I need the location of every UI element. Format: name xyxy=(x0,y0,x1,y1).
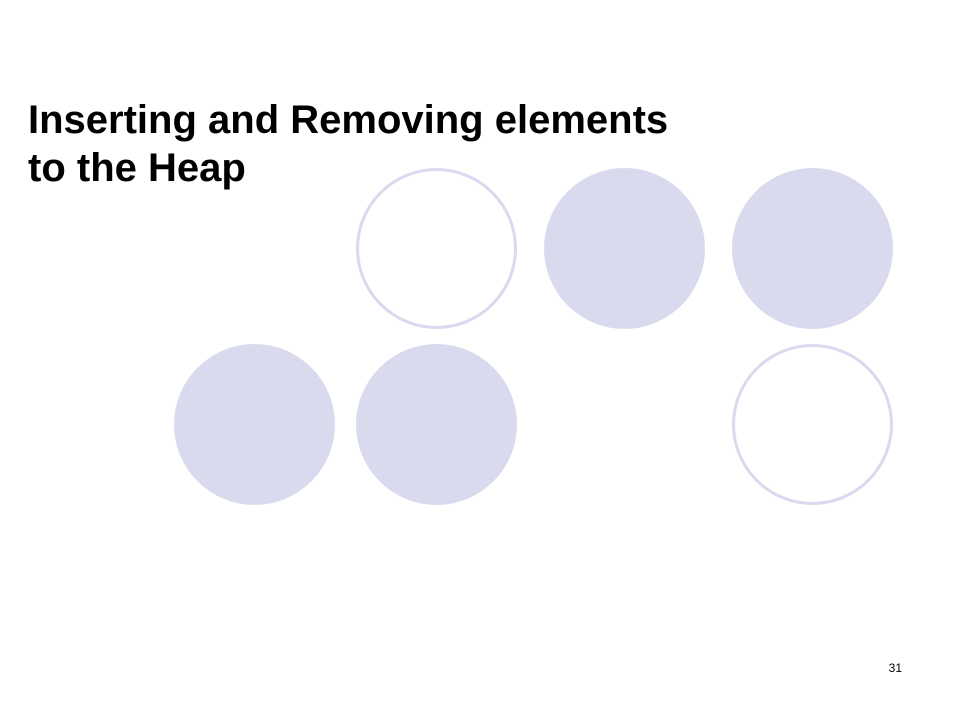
decorative-circle-outline xyxy=(356,168,517,329)
decorative-circle-filled xyxy=(356,344,517,505)
decorative-circle-filled xyxy=(732,168,893,329)
decorative-circle-outline xyxy=(732,344,893,505)
page-number: 31 xyxy=(888,661,902,675)
decorative-circle-filled xyxy=(174,344,335,505)
slide-title: Inserting and Removing elements to the H… xyxy=(28,98,669,190)
decorative-circle-filled xyxy=(544,168,705,329)
